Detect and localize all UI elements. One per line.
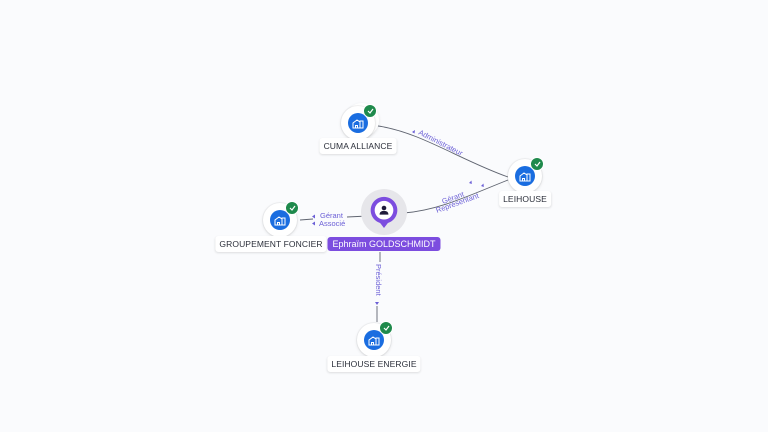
verified-check-icon — [285, 201, 299, 215]
company-label[interactable]: LEIHOUSE — [499, 191, 551, 207]
person-pin — [370, 196, 398, 228]
verified-check-icon — [530, 157, 544, 171]
building-icon — [270, 210, 290, 230]
company-halo — [263, 201, 299, 237]
company-halo — [357, 321, 393, 357]
building-icon — [348, 113, 368, 133]
edge-label-president: Président — [374, 264, 383, 297]
arrow-icon — [312, 214, 315, 219]
company-halo — [508, 157, 544, 193]
company-label[interactable]: GROUPEMENT FONCIER — [215, 236, 327, 252]
arrow-icon — [412, 130, 415, 134]
person-name-label[interactable]: Ephraïm GOLDSCHMIDT — [327, 237, 441, 251]
arrow-icon — [312, 221, 315, 226]
building-icon — [364, 330, 384, 350]
edge-person-leihouse: Gérant Représentant — [403, 179, 509, 215]
person-halo — [361, 189, 407, 235]
company-label[interactable]: CUMA ALLIANCE — [319, 138, 397, 154]
arrow-icon — [469, 180, 472, 184]
edge-person-leihouse-energie: Président — [374, 252, 383, 322]
building-icon — [515, 166, 535, 186]
company-halo — [341, 103, 379, 140]
edge-cuma-leihouse: Administrateur — [377, 125, 509, 178]
edge-label-associe: Associé — [319, 219, 345, 228]
person-icon — [379, 205, 389, 215]
company-label[interactable]: LEIHOUSE ENERGIE — [327, 356, 421, 372]
edge-label-gerant: Gérant — [320, 211, 344, 220]
verified-check-icon — [379, 321, 393, 335]
edge-label-administrateur: Administrateur — [417, 128, 465, 158]
arrow-icon — [375, 302, 379, 305]
verified-check-icon — [363, 104, 377, 118]
edge-person-groupement: Gérant Associé — [299, 211, 369, 228]
arrow-icon — [481, 183, 484, 187]
